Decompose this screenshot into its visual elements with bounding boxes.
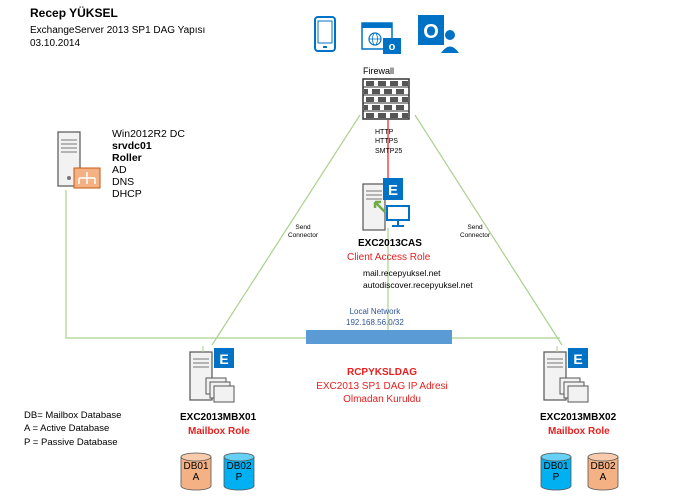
- cas-url-autodiscover: autodiscover.recepyuksel.net: [363, 279, 473, 290]
- mbx02-db01-icon: [540, 452, 572, 497]
- send-connector-left-line2: Connector: [288, 232, 318, 240]
- dc-hostname: srvdc01: [112, 140, 152, 153]
- mbx01-db02-name: DB02: [226, 461, 252, 472]
- phone-icon: [314, 16, 336, 57]
- dc-info: Win2012R2 DC srvdc01 Roller AD DNS DHCP: [112, 128, 185, 200]
- dc-role-ad: AD: [112, 164, 127, 177]
- mbx02-db02-icon: [587, 452, 619, 497]
- firewall-label: Firewall: [363, 66, 395, 76]
- firewall-icon: [362, 78, 410, 125]
- mbx02-server-icon: E: [542, 344, 598, 411]
- cas-name: EXC2013CAS: [358, 238, 422, 249]
- mbx02-name: EXC2013MBX02: [540, 412, 617, 423]
- mbx01-role: Mailbox Role: [188, 426, 250, 437]
- dc-role-dns: DNS: [112, 176, 135, 189]
- dag-note-line1: EXC2013 SP1 DAG IP Adresi: [316, 380, 448, 392]
- mbx01-db02-state: P: [235, 472, 243, 483]
- mbx01-db01-state: A: [192, 472, 200, 483]
- firewall-protocols: HTTP HTTPS SMTP25: [375, 128, 402, 156]
- cas-url-mail: mail.recepyuksel.net: [363, 268, 441, 278]
- mbx02-db02-state: A: [599, 472, 607, 483]
- cas-urls: mail.recepyuksel.net autodiscover.recepy…: [363, 268, 473, 292]
- header-subtitle: ExchangeServer 2013 SP1 DAG Yapısı: [30, 25, 206, 36]
- legend: DB= Mailbox Database A = Active Database…: [24, 409, 121, 449]
- protocol-http: HTTP: [375, 129, 394, 136]
- send-connector-right-line1: Send: [467, 224, 483, 231]
- local-network-subnet: 192.168.56.0/32: [346, 317, 404, 327]
- dag-note-line2: Olmadan Kuruldu: [343, 394, 421, 405]
- protocol-https: HTTPS: [375, 138, 398, 146]
- header-date: 03.10.2014: [30, 38, 81, 49]
- mbx02-db01-state: P: [552, 472, 560, 483]
- cas-server-icon: E: [361, 176, 413, 237]
- mbx01-db01-label: DB01 A: [180, 461, 212, 483]
- mbx01-db02-label: DB02 P: [223, 461, 255, 483]
- mbx02-db01-name: DB01: [543, 461, 569, 472]
- mbx01-server-icon: E: [188, 344, 244, 411]
- mbx02-db01-label: DB01 P: [540, 461, 572, 483]
- dag-info: RCPYKSLDAG EXC2013 SP1 DAG IP Adresi Olm…: [314, 366, 450, 407]
- svg-text:E: E: [573, 351, 582, 367]
- mbx01-name: EXC2013MBX01: [180, 412, 257, 423]
- dc-server-icon: [56, 130, 106, 195]
- send-connector-right: Send Connector: [460, 224, 490, 241]
- local-network-title: Local Network: [349, 307, 401, 316]
- legend-passive: P = Passive Database: [24, 436, 118, 448]
- legend-db: DB= Mailbox Database: [24, 410, 122, 421]
- cas-role: Client Access Role: [347, 252, 431, 263]
- local-network-label: Local Network 192.168.56.0/32: [346, 307, 404, 329]
- send-connector-left-line1: Send: [295, 224, 311, 231]
- svg-text:E: E: [219, 351, 228, 367]
- legend-active: A = Active Database: [24, 423, 110, 435]
- header-author: Recep YÜKSEL: [30, 6, 118, 20]
- dag-name: RCPYKSLDAG: [346, 367, 417, 378]
- svg-text:E: E: [388, 182, 398, 199]
- dc-os: Win2012R2 DC: [112, 128, 185, 140]
- dc-role-dhcp: DHCP: [112, 188, 142, 201]
- mbx01-db01-icon: [180, 452, 212, 497]
- protocol-smtp: SMTP25: [375, 147, 403, 155]
- svg-text:o: o: [389, 41, 396, 53]
- mbx02-db02-name: DB02: [590, 461, 616, 472]
- web-mail-icon: o: [361, 22, 403, 61]
- dc-roles-heading: Roller: [112, 152, 142, 165]
- outlook-icon: O: [417, 14, 461, 59]
- send-connector-right-line2: Connector: [460, 232, 490, 240]
- send-connector-left: Send Connector: [288, 224, 318, 241]
- mbx01-db01-name: DB01: [183, 461, 209, 472]
- svg-text:O: O: [423, 21, 439, 43]
- mbx01-db02-icon: [223, 452, 255, 497]
- mbx02-db02-label: DB02 A: [587, 461, 619, 483]
- local-network-bar: [306, 330, 452, 344]
- mbx02-role: Mailbox Role: [548, 426, 610, 437]
